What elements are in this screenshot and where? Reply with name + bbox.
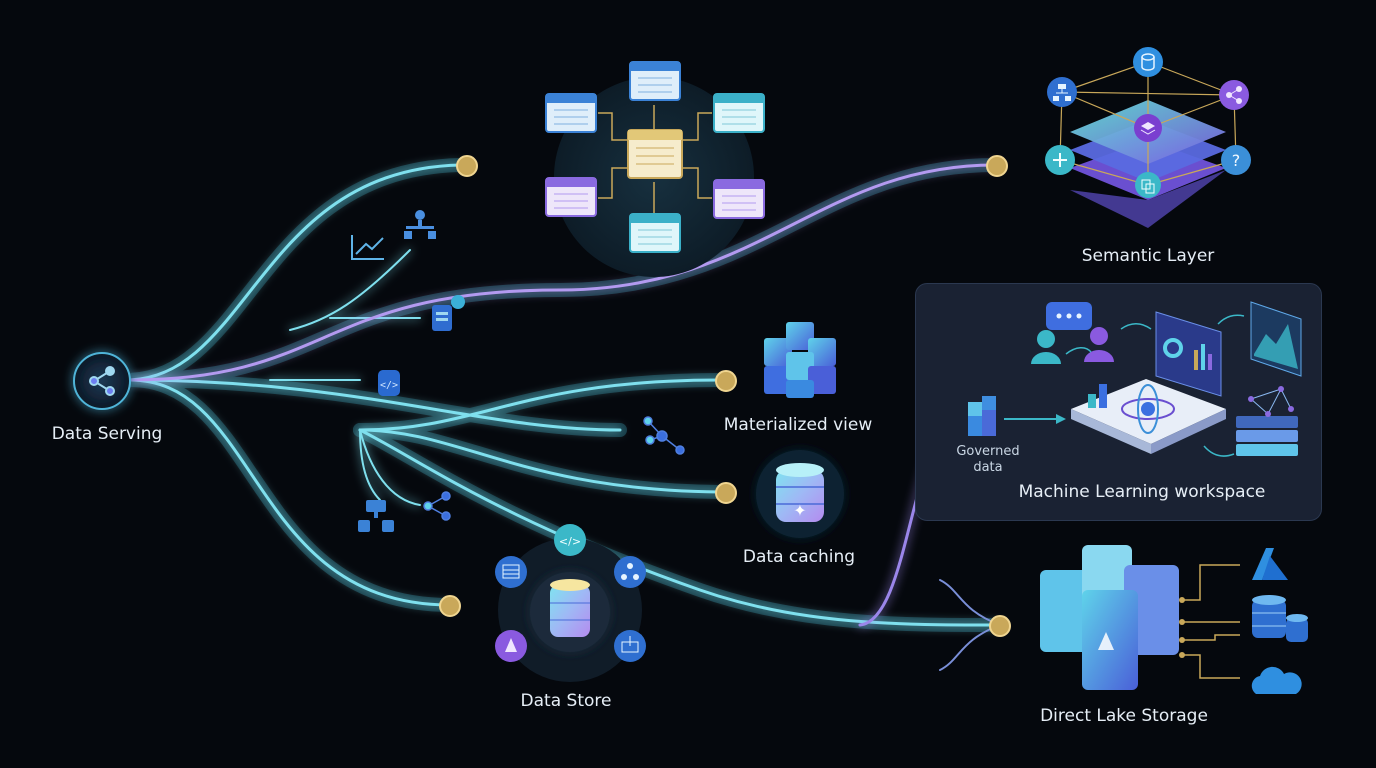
dashboard-icon <box>1155 311 1222 397</box>
table-schema-cluster <box>545 61 765 277</box>
junction-node <box>715 370 737 392</box>
machine-learning-panel: Machine Learning workspace Governed data <box>915 283 1322 521</box>
governed-data-label-line1: Governed <box>956 444 1020 459</box>
hierarchy-icon <box>358 500 394 532</box>
governed-data-label-line2: data <box>973 460 1003 475</box>
database-icon <box>1133 47 1163 77</box>
share-icon <box>1219 80 1249 110</box>
data-caching-label: Data caching <box>742 547 856 567</box>
junction-node <box>989 615 1011 637</box>
table-icon <box>545 177 597 217</box>
network-icon <box>423 491 451 521</box>
share-nodes-icon <box>89 366 115 396</box>
data-store-graphic: </> <box>495 524 646 682</box>
inbox-icon <box>614 630 646 662</box>
direct-lake-storage-graphic <box>1040 545 1308 694</box>
users-icon <box>1031 327 1114 364</box>
junction-node <box>986 155 1008 177</box>
table-icon <box>629 61 681 101</box>
junction-nodes <box>439 155 1011 637</box>
question-icon: ? <box>1221 145 1251 175</box>
plus-icon <box>1045 145 1075 175</box>
data-serving-label: Data Serving <box>51 424 163 444</box>
table-icon <box>545 93 597 133</box>
ml-panel-graphic <box>968 301 1302 457</box>
data-store-label: Data Store <box>520 691 612 711</box>
table-icon <box>495 556 527 588</box>
layers-icon <box>1134 114 1162 142</box>
table-icon <box>629 213 681 253</box>
data-serving-hub[interactable] <box>73 352 131 410</box>
document-badge-icon <box>432 295 465 331</box>
pipeline-icon <box>495 630 527 662</box>
database-code-icon: </> <box>378 370 400 396</box>
ml-workspace-platform <box>1071 379 1226 454</box>
semantic-layer-graphic: ? <box>1045 47 1251 228</box>
area-chart-icon <box>1250 301 1302 377</box>
caching-database-icon: ✦ <box>756 450 844 538</box>
governed-data-cubes-icon <box>968 396 996 436</box>
code-icon: </> <box>554 524 586 556</box>
table-icon <box>713 93 765 133</box>
line-chart-icon <box>351 235 384 260</box>
chat-icon <box>1046 302 1092 330</box>
direct-lake-storage-label: Direct Lake Storage <box>1040 706 1208 726</box>
svg-text:</>: </> <box>559 535 581 548</box>
junction-node <box>439 595 461 617</box>
junction-node <box>715 482 737 504</box>
svg-text:</>: </> <box>380 380 398 391</box>
machine-learning-workspace-label: Machine Learning workspace <box>1018 482 1266 502</box>
junction-node <box>456 155 478 177</box>
cubes-icon <box>764 322 836 398</box>
org-chart-icon <box>404 210 436 239</box>
network-layers-icon <box>1236 386 1298 456</box>
graph-nodes-icon <box>643 416 685 455</box>
database-icon <box>1252 595 1308 642</box>
materialized-view-label: Materialized view <box>723 415 873 435</box>
flow-paths <box>123 158 1007 671</box>
svg-text:✦: ✦ <box>793 501 806 520</box>
cloud-icon <box>1251 666 1302 694</box>
table-icon <box>713 179 765 219</box>
network-icon <box>614 556 646 588</box>
central-table-icon <box>627 129 683 179</box>
hierarchy-icon <box>1047 77 1077 107</box>
copy-icon <box>1135 172 1161 198</box>
svg-text:?: ? <box>1232 151 1241 170</box>
semantic-layer-label: Semantic Layer <box>1081 246 1215 266</box>
azure-logo <box>1252 548 1288 580</box>
governed-data-label: Governed data <box>943 444 1033 476</box>
